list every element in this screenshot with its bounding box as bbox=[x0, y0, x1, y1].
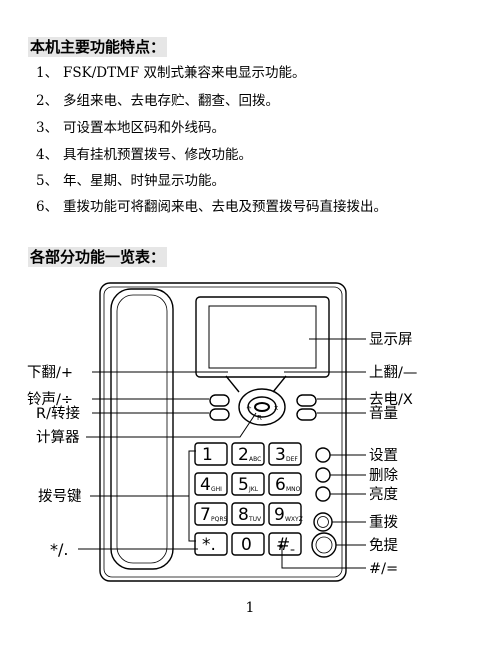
feature-text: 多组来电、去电存贮、翻查、回拨。 bbox=[63, 93, 279, 109]
key-digit: # bbox=[276, 535, 290, 555]
key-digit: 3 bbox=[275, 445, 286, 465]
label-page-up: 上翻/— bbox=[369, 364, 417, 381]
key-hash[interactable] bbox=[268, 532, 302, 556]
label-delete: 删除 bbox=[369, 467, 398, 484]
key-8[interactable] bbox=[231, 502, 265, 526]
nav-bottom-glyph: R bbox=[257, 414, 262, 422]
handset bbox=[110, 288, 174, 570]
key-letters: ABC bbox=[249, 456, 261, 463]
brightness-button[interactable] bbox=[315, 486, 331, 502]
key-3[interactable] bbox=[268, 442, 302, 466]
feature-item-2: 2、多组来电、去电存贮、翻查、回拨。 bbox=[36, 92, 279, 110]
feature-number: 1、 bbox=[36, 65, 59, 81]
label-display: 显示屏 bbox=[369, 332, 413, 348]
label-ring: 铃声/÷ bbox=[27, 390, 73, 408]
feature-number: 2、 bbox=[36, 93, 59, 109]
label-hash-eq: #/= bbox=[369, 561, 398, 577]
calculator-button[interactable] bbox=[254, 402, 270, 412]
display-frame bbox=[195, 296, 330, 378]
calculator-callout bbox=[86, 412, 257, 438]
key-digit: 4 bbox=[200, 475, 211, 495]
handsfree-button-inner bbox=[315, 536, 333, 554]
label-r-transfer: R/转接 bbox=[36, 405, 80, 422]
phone-body-inner bbox=[103, 286, 343, 578]
key-digit: 9 bbox=[274, 505, 285, 525]
label-page-down: 下翻/+ bbox=[27, 364, 73, 381]
label-handsfree: 免提 bbox=[369, 537, 398, 554]
label-volume: 音量 bbox=[369, 405, 398, 422]
handset-inner bbox=[116, 294, 168, 564]
nav-ring-inner bbox=[247, 396, 277, 418]
key-digit: 7 bbox=[200, 505, 211, 525]
key-4[interactable] bbox=[194, 472, 228, 496]
feature-item-1: 1、FSK/DTMF 双制式兼容来电显示功能。 bbox=[36, 64, 306, 82]
feature-item-6: 6、重拨功能可将翻阅来电、去电及预置拨号码直接拨出。 bbox=[36, 198, 387, 216]
ring-button[interactable] bbox=[209, 394, 230, 407]
dial-keys-bracket bbox=[188, 450, 196, 542]
label-dial-keys: 拨号键 bbox=[38, 488, 82, 505]
feature-text: 可设置本地区码和外线码。 bbox=[63, 120, 225, 136]
feature-number: 5、 bbox=[36, 173, 59, 189]
r-transfer-button[interactable] bbox=[209, 408, 230, 421]
key-digit: 2 bbox=[238, 445, 249, 465]
feature-text: 具有挂机预置拨号、修改功能。 bbox=[63, 147, 252, 163]
label-calculator: 计算器 bbox=[36, 429, 80, 446]
feature-item-4: 4、具有挂机预置拨号、修改功能。 bbox=[36, 146, 252, 164]
callout-lines bbox=[78, 338, 366, 569]
page-number: 1 bbox=[245, 600, 255, 616]
key-letters: MNO bbox=[286, 486, 301, 493]
key-letters: = bbox=[290, 547, 295, 554]
label-outgoing: 去电/X bbox=[369, 391, 413, 408]
hash-eq-callout bbox=[281, 546, 366, 569]
key-7[interactable] bbox=[194, 502, 228, 526]
key-6[interactable] bbox=[268, 472, 302, 496]
nav-ring bbox=[238, 388, 286, 426]
phone-body bbox=[99, 282, 347, 582]
key-2[interactable] bbox=[231, 442, 265, 466]
feature-number: 3、 bbox=[36, 120, 59, 136]
feature-text: FSK/DTMF 双制式兼容来电显示功能。 bbox=[63, 65, 306, 81]
feature-item-3: 3、可设置本地区码和外线码。 bbox=[36, 119, 225, 137]
key-0[interactable] bbox=[231, 532, 265, 556]
feature-item-5: 5、年、星期、时钟显示功能。 bbox=[36, 172, 225, 190]
key-letters: GHI bbox=[211, 486, 222, 493]
nav-cluster-lines bbox=[225, 375, 287, 393]
key-star[interactable] bbox=[194, 532, 228, 556]
label-settings: 设置 bbox=[369, 447, 398, 464]
key-letters: DEF bbox=[286, 456, 298, 463]
key-5[interactable] bbox=[231, 472, 265, 496]
outgoing-button[interactable] bbox=[296, 394, 317, 407]
settings-button[interactable] bbox=[315, 447, 331, 463]
label-brightness: 亮度 bbox=[369, 486, 398, 503]
features-heading: 本机主要功能特点： bbox=[28, 37, 168, 57]
delete-button[interactable] bbox=[315, 467, 331, 483]
redial-button-inner bbox=[317, 516, 329, 528]
key-1[interactable] bbox=[194, 442, 228, 466]
parts-heading: 各部分功能一览表： bbox=[28, 247, 168, 267]
key-letters: TUV bbox=[248, 516, 262, 523]
key-letters: WXYZ bbox=[285, 516, 303, 523]
key-digit: 6 bbox=[275, 475, 286, 495]
key-digit: 8 bbox=[238, 505, 249, 525]
label-redial: 重拨 bbox=[369, 514, 398, 531]
key-digit: *. bbox=[202, 535, 216, 555]
label-star-dot: */. bbox=[50, 540, 68, 559]
hash-eq-callout-dot bbox=[279, 544, 283, 548]
key-digit: 0 bbox=[241, 535, 252, 555]
feature-number: 4、 bbox=[36, 147, 59, 163]
key-digit: 1 bbox=[202, 445, 213, 465]
phone-diagram: ÷ x R 1 2 ABC 3 DEF 4 GHI 5 JKL 6 MNO 7 … bbox=[27, 282, 417, 582]
feature-number: 6、 bbox=[36, 199, 59, 215]
redial-button[interactable] bbox=[313, 512, 333, 532]
key-letters: PQRS bbox=[211, 516, 228, 523]
feature-text: 年、星期、时钟显示功能。 bbox=[63, 173, 225, 189]
key-9[interactable] bbox=[268, 502, 302, 526]
display-screen bbox=[208, 305, 317, 369]
feature-text: 重拨功能可将翻阅来电、去电及预置拨号码直接拨出。 bbox=[63, 199, 387, 215]
nav-right-glyph: x bbox=[274, 404, 278, 412]
key-digit: 5 bbox=[238, 475, 249, 495]
nav-left-glyph: ÷ bbox=[246, 404, 252, 412]
volume-button[interactable] bbox=[296, 408, 317, 421]
key-letters: JKL bbox=[248, 486, 259, 493]
